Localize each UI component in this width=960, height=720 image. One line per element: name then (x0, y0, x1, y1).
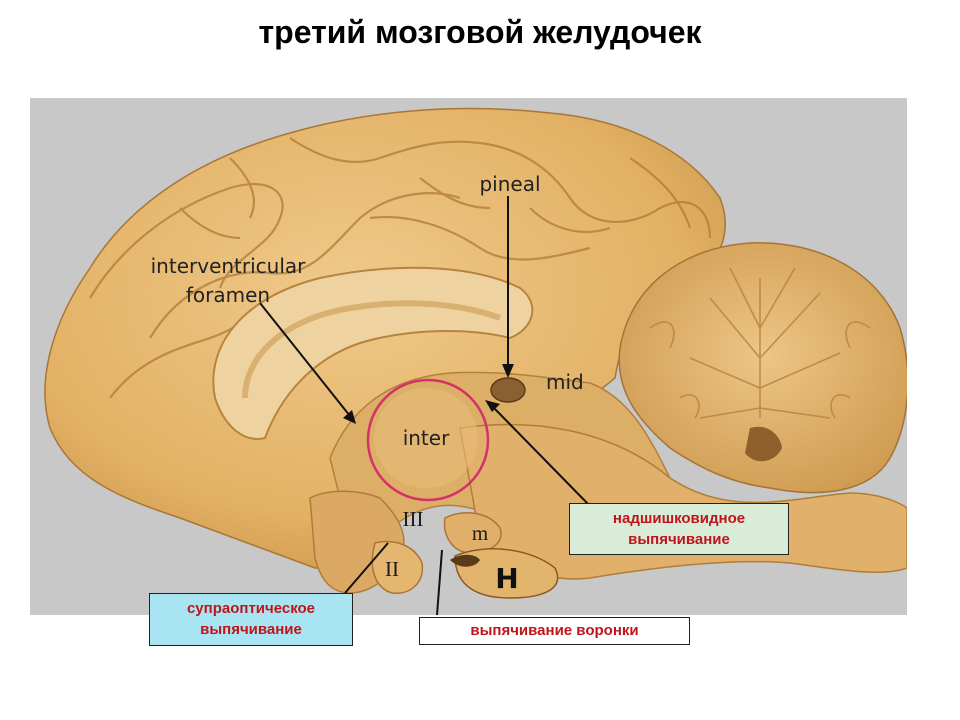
hypophysis (454, 548, 559, 599)
brain-sagittal-photo: pineal interventricular foramen mid inte… (30, 98, 907, 615)
label-foramen-line1: interventricular (151, 254, 307, 278)
label-ii: II (385, 557, 399, 581)
label-mid: mid (546, 370, 584, 394)
label-foramen-line2: foramen (186, 283, 270, 307)
pineal-recess-pointer (491, 405, 591, 507)
foramen-pointer (259, 302, 351, 417)
callout-pineal-recess: надшишковидное выпячивание (569, 503, 789, 555)
label-m: m (472, 521, 488, 545)
label-h: H (495, 562, 518, 595)
label-iii: III (403, 507, 424, 531)
callout-pineal-line2: выпячивание (628, 531, 730, 548)
pineal-gland (490, 377, 526, 403)
third-ventricle-highlight (366, 378, 490, 502)
cerebellum (618, 242, 907, 494)
callout-infundibular-recess: выпячивание воронки (419, 617, 690, 645)
callout-supraoptic-recess: супраоптическое выпячивание (149, 593, 353, 646)
supraoptic-pointer (344, 542, 389, 594)
callout-supraoptic-line1: супраоптическое (186, 600, 316, 617)
callout-supraoptic-line2: выпячивание (200, 621, 302, 638)
mammillary-body (443, 512, 502, 554)
callout-pineal-line1: надшишковидное (612, 510, 746, 527)
optic-chiasm (371, 540, 424, 594)
label-pineal: pineal (479, 172, 540, 196)
corpus-callosum (212, 266, 534, 440)
page-title: третий мозговой желудочек (258, 14, 702, 50)
label-inter: inter (403, 426, 450, 450)
infundibulum-pointer (436, 549, 443, 615)
